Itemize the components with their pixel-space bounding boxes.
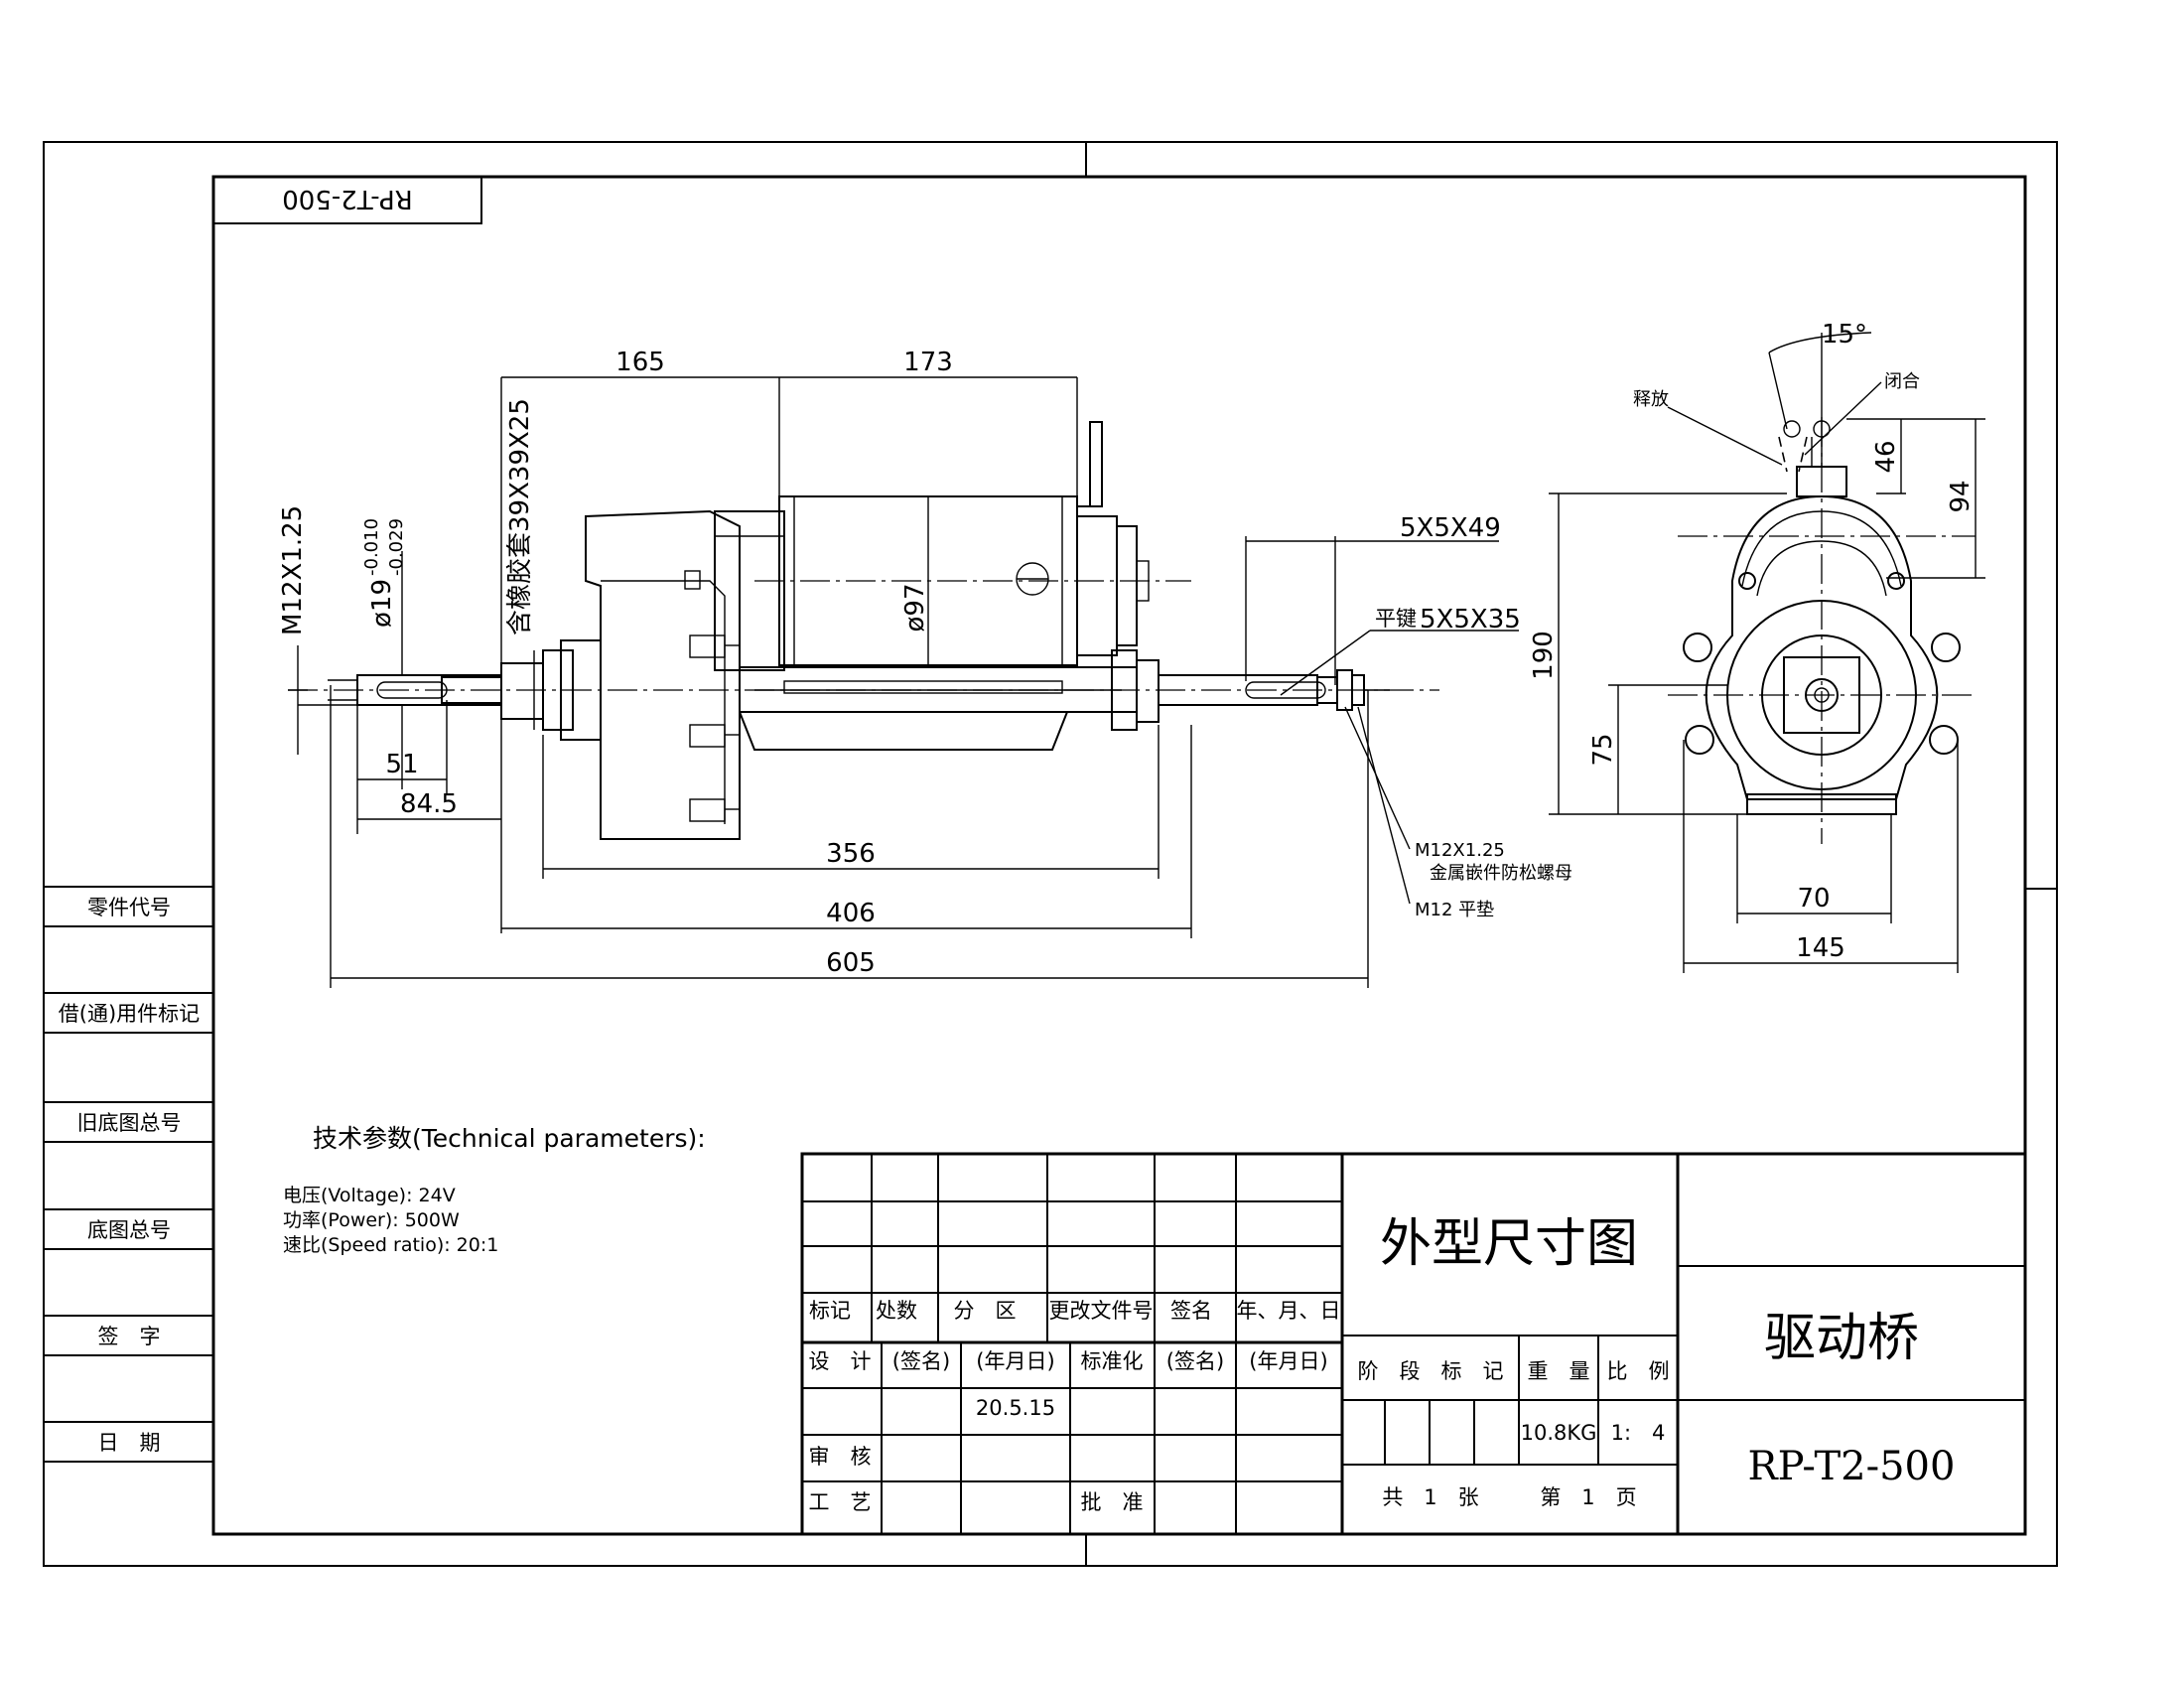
dim-key-5x5x35: 5X5X35: [1420, 605, 1521, 634]
note-nut-thread: M12X1.25: [1415, 840, 1505, 861]
base-drawing-number-label: 底图总号: [87, 1218, 171, 1242]
header-count: 处数: [876, 1299, 917, 1323]
label-release: 释放: [1633, 389, 1669, 410]
dim-tolerance-upper: -0.010: [361, 518, 382, 576]
dim-key-label: 平键: [1375, 607, 1417, 631]
standardization-signature: (签名): [1166, 1349, 1224, 1373]
dim-165: 165: [615, 348, 665, 377]
header-mark: 标记: [809, 1299, 851, 1323]
tech-param-speed-ratio: 速比(Speed ratio): 20:1: [283, 1234, 498, 1256]
review-label: 审 核: [809, 1445, 872, 1469]
header-date: 年、月、日: [1237, 1299, 1341, 1323]
dim-356: 356: [826, 839, 876, 869]
dim-15-degrees: 15°: [1822, 320, 1867, 350]
standardization-date: (年月日): [1249, 1349, 1327, 1373]
dim-94: 94: [1946, 480, 1976, 512]
dim-phi97: ø97: [900, 584, 930, 633]
borrowed-part-mark-label: 借(通)用件标记: [59, 1002, 200, 1026]
note-nut-description: 金属嵌件防松螺母: [1430, 863, 1572, 884]
dim-70: 70: [1797, 884, 1830, 914]
drawing-title: 外型尺寸图: [1380, 1214, 1638, 1274]
tech-params-heading: 技术参数(Technical parameters):: [313, 1124, 706, 1153]
weight-value: 10.8KG: [1521, 1421, 1597, 1445]
design-signature: (签名): [892, 1349, 950, 1373]
front-view: 165 173 M12X1.25 ø19 -0.010 -0.029 含橡胶套3…: [278, 348, 1572, 988]
date-label: 日 期: [98, 1431, 161, 1455]
scale-value: 1: 4: [1611, 1421, 1666, 1445]
scale-label: 比 例: [1607, 1359, 1670, 1383]
dim-51: 51: [385, 750, 418, 779]
dim-75: 75: [1588, 733, 1618, 766]
old-base-drawing-number-label: 旧底图总号: [77, 1111, 182, 1135]
header-zone: 分 区: [954, 1299, 1017, 1323]
dim-84-5: 84.5: [400, 789, 458, 819]
dim-190: 190: [1529, 631, 1559, 680]
approve-label: 批 准: [1081, 1490, 1144, 1514]
dim-406: 406: [826, 899, 876, 928]
sheet-number: 第 1 页: [1540, 1485, 1636, 1509]
side-panel: 零件代号 借(通)用件标记 旧底图总号 底图总号 签 字 日 期: [44, 886, 213, 1463]
standardization-label: 标准化: [1081, 1349, 1144, 1373]
technical-parameters: 技术参数(Technical parameters): 电压(Voltage):…: [283, 1124, 706, 1256]
stage-mark-label: 阶 段 标 记: [1358, 1359, 1504, 1383]
design-date: (年月日): [976, 1349, 1054, 1373]
part-name: 驱动桥: [1764, 1309, 1919, 1368]
dim-46: 46: [1871, 440, 1901, 473]
note-washer: M12 平垫: [1415, 900, 1494, 920]
part-code-label: 零件代号: [87, 896, 171, 919]
label-close: 闭合: [1884, 371, 1920, 392]
dim-145: 145: [1796, 933, 1845, 963]
title-block: 标记 处数 分 区 更改文件号 签名 年、月、日 设 计 (签名) (年月日) …: [800, 1152, 2027, 1536]
process-label: 工 艺: [809, 1490, 872, 1514]
design-label: 设 计: [809, 1349, 872, 1373]
dim-key-5x5x49: 5X5X49: [1400, 513, 1501, 543]
dim-rubber-sleeve: 含橡胶套39X39X25: [505, 398, 535, 635]
dim-605: 605: [826, 948, 876, 978]
design-date-value: 20.5.15: [976, 1396, 1055, 1420]
dim-173: 173: [903, 348, 953, 377]
tech-param-voltage: 电压(Voltage): 24V: [283, 1185, 456, 1206]
dim-m12x125-left: M12X1.25: [278, 505, 308, 635]
header-change-document: 更改文件号: [1049, 1299, 1154, 1323]
dim-tolerance-lower: -0.029: [386, 518, 407, 576]
weight-label: 重 量: [1528, 1359, 1590, 1383]
mirrored-drawing-number-text: RP-T2-500: [282, 184, 413, 213]
signature-label: 签 字: [98, 1325, 161, 1348]
sheets-total: 共 1 张: [1382, 1485, 1478, 1509]
tech-param-power: 功率(Power): 500W: [283, 1209, 460, 1231]
header-signature: 签名: [1170, 1299, 1212, 1323]
mirrored-drawing-number: RP-T2-500: [212, 176, 482, 224]
dim-phi19: ø19: [367, 579, 397, 628]
side-view: 15° 释放 闭合 46 94 190 75 70 145: [1529, 320, 1985, 973]
drawing-number: RP-T2-500: [1748, 1444, 1956, 1489]
